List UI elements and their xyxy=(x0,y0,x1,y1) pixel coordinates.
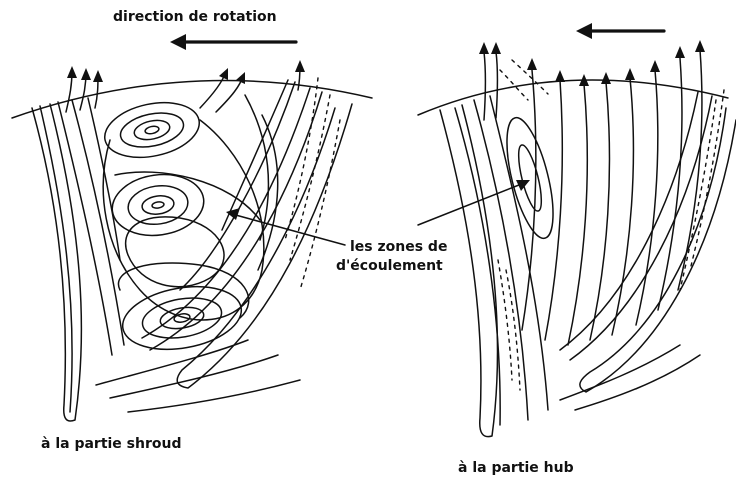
flow-zones-label-line1: les zones de xyxy=(350,239,447,255)
hub-separation-zone xyxy=(498,113,563,242)
flow-zones-label-line2: d'écoulement xyxy=(336,258,443,274)
shroud-vortex-top xyxy=(100,95,205,166)
rotation-direction-label: direction de rotation xyxy=(113,9,277,25)
hub-flow-panel xyxy=(418,40,736,437)
shroud-flow-panel xyxy=(12,60,372,421)
shroud-blade-left-wall xyxy=(32,104,81,421)
rotation-arrow-left xyxy=(170,34,296,50)
shroud-vortex-bottom xyxy=(118,278,247,358)
rotation-arrow-right xyxy=(576,23,664,39)
shroud-vortex-middle xyxy=(108,169,207,241)
shroud-caption: à la partie shroud xyxy=(41,436,182,452)
hub-caption: à la partie hub xyxy=(458,460,574,476)
